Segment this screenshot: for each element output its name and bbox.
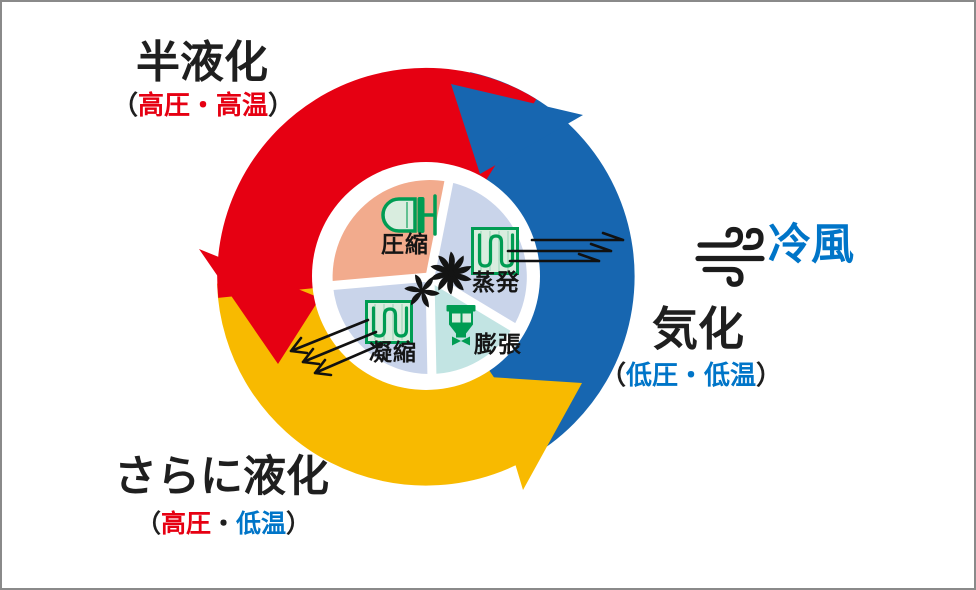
- stage-title-semi-liquefaction: 半液化: [136, 37, 268, 88]
- process-label-expansion: 膨張: [474, 332, 522, 358]
- stage-sub-further-liquefaction: （高圧・低温）: [135, 509, 312, 538]
- blue-arrow-head: [451, 84, 583, 174]
- process-label-compression: 圧縮: [381, 232, 429, 258]
- condition-low-pressure-low-temp: 低圧・低温: [625, 361, 756, 391]
- stage-title-vaporization: 気化: [652, 302, 744, 356]
- triple-arrow-down-left-icon: [289, 318, 384, 377]
- paren-open: （: [599, 361, 626, 391]
- condition-high-pressure-high-temp: 高圧・高温: [138, 91, 269, 121]
- triple-arrow-right-icon: [506, 231, 625, 263]
- paren-close: ）: [286, 509, 312, 538]
- paren-close: ）: [756, 361, 783, 391]
- expansion-valve-icon: [446, 305, 476, 346]
- stage-sub-semi-liquefaction: （高圧・高温）: [111, 91, 295, 121]
- condition-low-temp: 低温: [236, 509, 287, 538]
- cold-wind-label: 冷風: [768, 220, 854, 270]
- paren-close: ）: [268, 91, 295, 121]
- red-cycle-arrow: [199, 67, 537, 364]
- fan-icon: [404, 274, 440, 308]
- process-label-condensation: 凝縮: [369, 340, 417, 366]
- middot: ・: [211, 509, 237, 538]
- condenser-coil-icon: [365, 300, 413, 344]
- condition-high-pressure: 高圧: [160, 509, 211, 538]
- compressor-icon: [381, 194, 437, 236]
- wind-icon: [695, 226, 765, 287]
- paren-open: （: [135, 509, 161, 538]
- stage-sub-vaporization: （低圧・低温）: [596, 361, 786, 391]
- paren-open: （: [111, 91, 138, 121]
- fan-icon: [430, 251, 472, 295]
- stage-title-further-liquefaction: さらに液化: [114, 452, 329, 502]
- process-label-evaporation: 蒸発: [472, 270, 520, 296]
